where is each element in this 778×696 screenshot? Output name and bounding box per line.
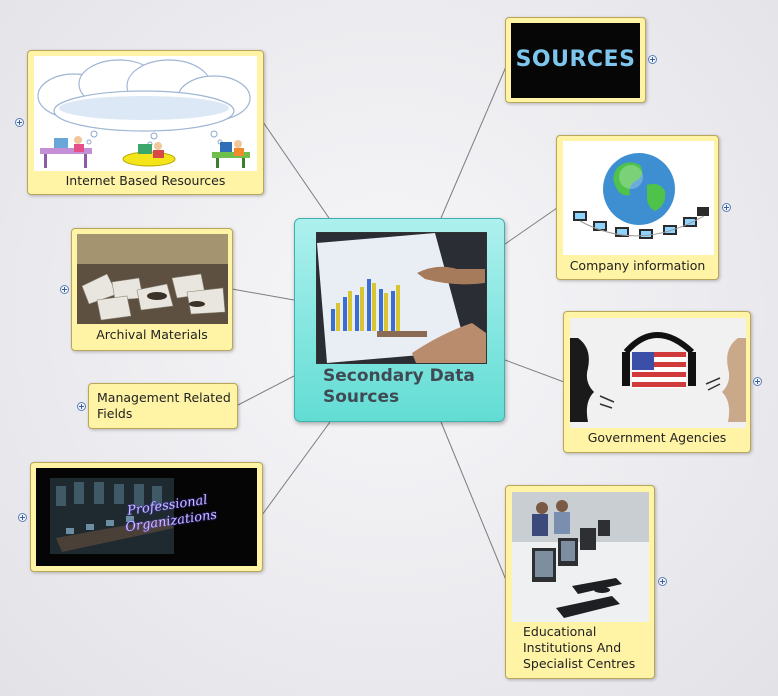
topic-internet-based-resources[interactable]: Internet Based Resources [27,50,264,195]
topic-professional-organizations[interactable]: Professional Organizations [30,462,263,572]
topic-educational-institutions[interactable]: Educational Institutions And Specialist … [505,485,655,679]
topic-archival-materials[interactable]: Archival Materials [71,228,233,351]
topic-company-information[interactable]: Company information [556,135,719,280]
bar-chart-report-image [316,232,487,364]
central-topic-secondary-data-sources[interactable]: Secondary Data Sources [294,218,505,422]
sources-banner-text: SOURCES [515,47,636,72]
link-educational [440,421,507,581]
expand-sources-icon[interactable] [648,55,657,64]
expand-professional-icon[interactable] [18,513,27,522]
expand-company-icon[interactable] [722,203,731,212]
link-management [237,375,295,406]
link-professional [261,421,331,516]
topic-label: Government Agencies [587,430,727,445]
topic-government-agencies[interactable]: Government Agencies [563,311,751,453]
topic-sources[interactable]: SOURCES [505,17,646,103]
government-flag-image [570,318,746,428]
internet-clouds-image [34,56,257,171]
topic-label: Internet Based Resources [65,173,226,188]
topic-label: Company information [569,258,706,273]
professional-organizations-image: Professional Organizations [36,468,257,566]
archival-papers-image [77,234,228,324]
link-company [504,207,558,245]
expand-government-icon[interactable] [753,377,762,386]
link-archival [231,288,295,301]
link-government [504,359,565,383]
link-internet [262,121,330,219]
topic-label: Educational Institutions And Specialist … [523,624,636,671]
computer-lab-image [512,492,649,622]
expand-educational-icon[interactable] [658,577,667,586]
topic-label: Archival Materials [96,327,208,342]
expand-management-icon[interactable] [77,402,86,411]
central-topic-title: Secondary Data Sources [323,366,475,407]
link-sources [440,61,509,219]
expand-internet-icon[interactable] [15,118,24,127]
expand-archival-icon[interactable] [60,285,69,294]
topic-label: Management Related Fields [97,390,231,421]
sources-banner-image: SOURCES [511,23,640,98]
topic-management-related-fields[interactable]: Management Related Fields [88,383,238,429]
globe-network-image [563,141,714,255]
